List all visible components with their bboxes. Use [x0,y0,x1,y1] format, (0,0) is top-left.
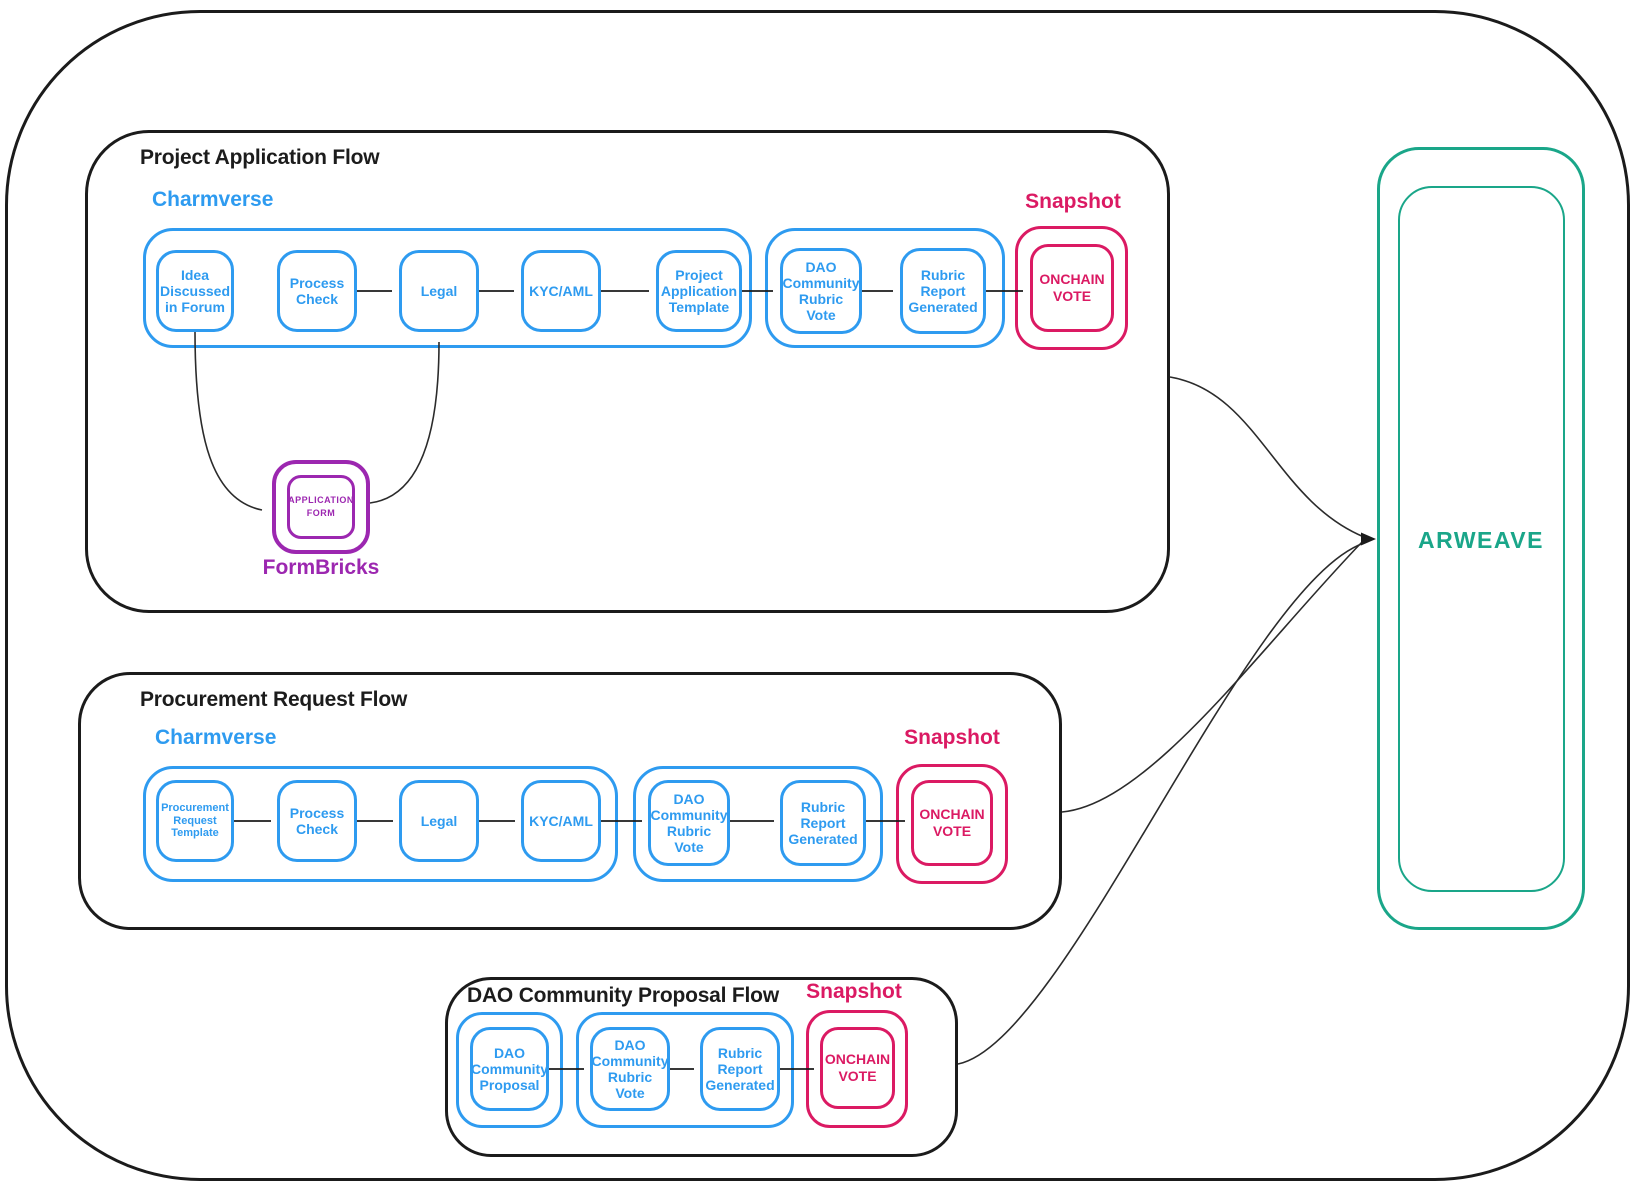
project-application-flow-container [85,130,1170,613]
formbricks-label: FormBricks [262,556,380,579]
node-legal-flow1[interactable]: Legal [399,250,479,332]
node-legal-flow2[interactable]: Legal [399,780,479,862]
snapshot-label-flow1: Snapshot [1025,190,1121,213]
formbricks-group [272,460,370,554]
node-process-check-flow2[interactable]: Process Check [277,780,357,862]
charmverse-group-flow2 [143,766,618,882]
outer-container [5,10,1630,1181]
snapshot-label-flow2: Snapshot [904,726,1000,749]
procurement-request-flow-title: Procurement Request Flow [140,688,408,711]
node-dao-community-rubric-vote-flow2[interactable]: DAO Community Rubric Vote [648,780,730,866]
snapshot-label-flow3: Snapshot [806,980,902,1003]
node-onchain-vote-flow2[interactable]: ONCHAIN VOTE [911,780,993,866]
node-kyc-aml-flow1[interactable]: KYC/AML [521,250,601,332]
rubric-group-flow1 [765,228,1005,348]
node-dao-community-rubric-vote-flow3[interactable]: DAO Community Rubric Vote [590,1027,670,1111]
node-process-check-flow1[interactable]: Process Check [277,250,357,332]
project-application-flow-title: Project Application Flow [140,146,380,169]
arweave-container-inner [1398,186,1565,892]
charmverse-label-flow1: Charmverse [152,188,274,211]
node-kyc-aml-flow2[interactable]: KYC/AML [521,780,601,862]
snapshot-group-flow1 [1015,226,1128,350]
node-procurement-request-template[interactable]: Procurement Request Template [156,780,234,862]
node-onchain-vote-flow3[interactable]: ONCHAIN VOTE [820,1027,895,1109]
rubric-group-flow3 [576,1012,794,1128]
rubric-group-flow2 [633,766,883,882]
dao-community-proposal-flow-container [445,977,958,1157]
node-dao-community-proposal[interactable]: DAO Community Proposal [470,1027,549,1111]
proposal-group-flow3 [456,1012,563,1128]
node-rubric-report-generated-flow1[interactable]: Rubric Report Generated [900,248,986,334]
node-idea-discussed-in-forum[interactable]: Idea Discussed in Forum [156,250,234,332]
node-dao-community-rubric-vote-flow1[interactable]: DAO Community Rubric Vote [780,248,862,334]
charmverse-label-flow2: Charmverse [155,726,277,749]
node-project-application-template[interactable]: Project Application Template [656,250,742,332]
node-onchain-vote-flow1[interactable]: ONCHAIN VOTE [1030,244,1114,332]
node-rubric-report-generated-flow2[interactable]: Rubric Report Generated [780,780,866,866]
arweave-container [1377,147,1585,930]
arweave-label: ARWEAVE [1418,527,1544,553]
node-rubric-report-generated-flow3[interactable]: Rubric Report Generated [700,1027,780,1111]
dao-community-proposal-flow-title: DAO Community Proposal Flow [467,984,779,1007]
node-application-form[interactable]: APPLICATION FORM [287,475,355,539]
charmverse-group-flow1 [143,228,752,348]
